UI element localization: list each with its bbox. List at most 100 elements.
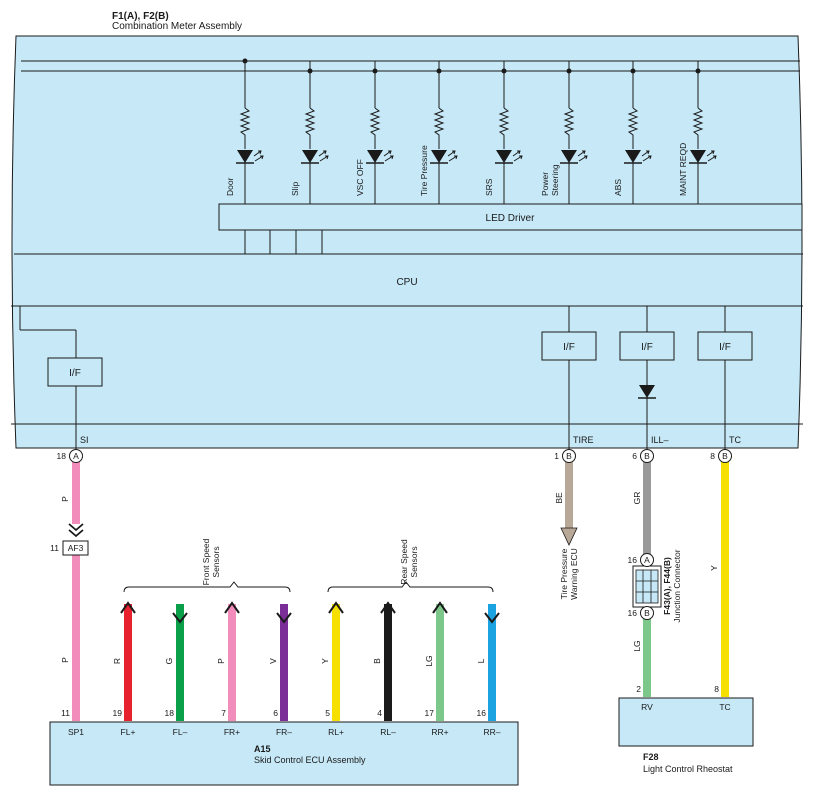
wire-body (228, 604, 236, 721)
wire-si-lower (72, 555, 80, 721)
wire-body (488, 604, 496, 721)
led-driver: LED Driver (218, 203, 803, 254)
led-label: SRS (484, 178, 494, 196)
arrow-up-icon (380, 601, 396, 614)
interface-box (541, 331, 597, 361)
led-label-line2: Steering (550, 164, 560, 196)
led-icon (237, 150, 253, 163)
junction-block (635, 569, 659, 604)
svg-text:B: B (566, 451, 572, 461)
skid-ecu-name: Skid Control ECU Assembly (254, 755, 366, 765)
sensor-terminal: FL– (173, 727, 188, 737)
sensor-pin: 19 (113, 708, 123, 718)
sensor-pin: 6 (273, 708, 278, 718)
led-icon (431, 150, 447, 163)
resistor-symbol (627, 107, 639, 149)
sensor-pin: 7 (221, 708, 226, 718)
svg-text:16: 16 (628, 608, 638, 618)
wire-color-label: B (372, 658, 382, 664)
led-icon (367, 150, 383, 163)
led-label: Power (540, 172, 550, 196)
led-indicator: ABS (613, 61, 652, 204)
wire-tc-color: Y (709, 565, 719, 571)
sensor-pin: 18 (165, 708, 175, 718)
led-label: ABS (613, 179, 623, 196)
terminal-pin: 6 (632, 451, 637, 461)
resistor-symbol (433, 107, 445, 149)
junction-dot (372, 68, 378, 74)
junction-dot (307, 68, 313, 74)
wire-si-lower-color: P (60, 657, 70, 663)
meter-body (11, 35, 803, 449)
wire-color-label: P (216, 658, 226, 664)
af3-label: AF3 (68, 543, 84, 553)
junction-dot (630, 68, 636, 74)
sensor-pin: 16 (477, 708, 487, 718)
led-indicator: Tire Pressure (419, 61, 458, 204)
led-label: Tire Pressure (419, 145, 429, 196)
terminal-tire-connector: B 1 (554, 449, 576, 463)
diode-symbol (639, 385, 655, 398)
wire-tire-color: BE (554, 492, 564, 504)
light-control-rheostat: 2 RV 8 TC F28 Light Control Rheostat (618, 684, 754, 774)
sp1-pin: 11 (61, 708, 70, 718)
sensor-terminal: FR+ (224, 727, 240, 737)
led-indicator: Door (225, 58, 264, 204)
svg-text:B: B (722, 451, 728, 461)
wire-ill-lower (643, 619, 651, 697)
wire-body (436, 604, 444, 721)
terminal-si-connector: A 18 (57, 449, 83, 463)
interface-box (47, 357, 103, 387)
junction-dot (242, 58, 248, 64)
sensor-terminal: RL+ (328, 727, 344, 737)
resistor-symbol (563, 107, 575, 149)
junction-id: F43(A), F44(B) (662, 557, 672, 615)
meter-id: F1(A), F2(B) (112, 11, 169, 22)
junction-top-terminal: A 16 (628, 553, 654, 567)
arrow-down-icon (484, 612, 500, 624)
terminal-tc: TC (729, 435, 741, 445)
interface-label: I/F (719, 342, 731, 353)
sensor-wire-FR–: V (268, 604, 292, 721)
sensor-terminal: FR– (276, 727, 292, 737)
wire-color-label: LG (424, 655, 434, 666)
interface-ill: I/F (619, 306, 675, 450)
rear-sensor-bracket (327, 581, 494, 593)
sensor-terminal: RR– (483, 727, 500, 737)
led-driver-label: LED Driver (486, 213, 536, 224)
wire-ill-upper-color: GR (632, 492, 642, 505)
sensor-wire-RR–: L (476, 604, 500, 721)
sensor-pin: 4 (377, 708, 382, 718)
sensor-pin: 17 (425, 708, 435, 718)
sensor-wire-RL–: B (372, 601, 396, 721)
cpu-label: CPU (396, 277, 417, 288)
resistor-symbol (304, 107, 316, 149)
arrow-up-icon (432, 601, 448, 614)
led-icon (302, 150, 318, 163)
rheostat-box (618, 697, 754, 747)
wire-tire-arrow (560, 527, 578, 546)
led-indicator: SRS (484, 61, 523, 204)
interface-si: I/F (19, 306, 103, 450)
terminal-ill-connector: B 6 (632, 449, 654, 463)
sensor-wire-FR+: P (216, 601, 240, 721)
led-indicator: MAINT REQD (678, 61, 717, 204)
arrow-up-icon (328, 601, 344, 614)
wire-color-label: R (112, 658, 122, 664)
led-label: Door (225, 177, 235, 196)
wire-body (384, 604, 392, 721)
wire-tc (721, 462, 729, 697)
skid-control-ecu: A15 Skid Control ECU Assembly 11 SP1 (49, 708, 519, 786)
front-group-line2: Sensors (211, 546, 221, 577)
af3-connector (62, 540, 89, 556)
led-driver-box (218, 203, 803, 231)
interface-label: I/F (69, 368, 81, 379)
sensor-wire-RL+: Y (320, 601, 344, 721)
wire-tire (565, 462, 573, 528)
led-icon (625, 150, 641, 163)
wire-body (176, 604, 184, 721)
sensor-terminal: RL– (380, 727, 396, 737)
interface-label: I/F (641, 342, 653, 353)
